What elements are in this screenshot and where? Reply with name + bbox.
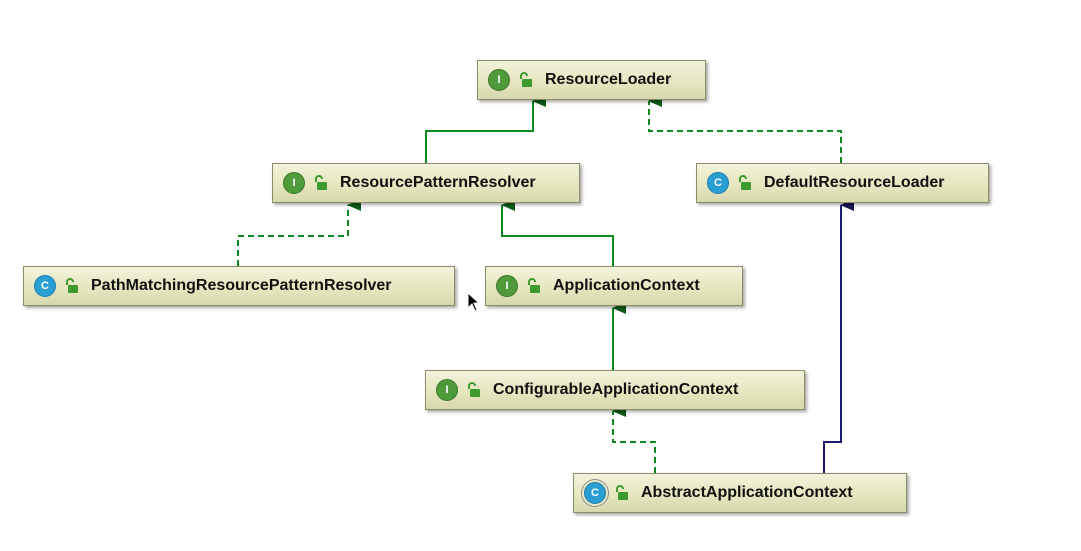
public-lock-icon: [739, 175, 751, 190]
node-label: ResourcePatternResolver: [340, 174, 536, 191]
interface-icon: I: [283, 172, 305, 194]
interface-icon: I: [436, 379, 458, 401]
node-application-context[interactable]: I ApplicationContext: [485, 266, 743, 306]
abstract-class-icon: C: [584, 482, 606, 504]
class-icon: C: [707, 172, 729, 194]
public-lock-icon: [616, 485, 628, 500]
node-abstract-application-context[interactable]: C AbstractApplicationContext: [573, 473, 907, 513]
node-label: DefaultResourceLoader: [764, 174, 945, 191]
public-lock-icon: [520, 72, 532, 87]
public-lock-icon: [468, 382, 480, 397]
edge-resourcepatternresolver-to-resourceloader: [425, 95, 546, 163]
edge-applicationcontext-to-resourcepatternresolver: [501, 199, 614, 266]
class-icon: C: [34, 275, 56, 297]
edge-pathmatching-to-resourcepatternresolver: [237, 199, 361, 266]
edge-defaultresourceloader-to-resourceloader: [648, 95, 842, 163]
node-configurable-application-context[interactable]: I ConfigurableApplicationContext: [425, 370, 805, 410]
interface-icon: I: [488, 69, 510, 91]
node-resource-loader[interactable]: I ResourceLoader: [477, 60, 706, 100]
node-default-resource-loader[interactable]: C DefaultResourceLoader: [696, 163, 989, 203]
node-label: PathMatchingResourcePatternResolver: [91, 277, 392, 294]
node-label: ResourceLoader: [545, 71, 672, 88]
node-path-matching-resource-pattern-resolver[interactable]: C PathMatchingResourcePatternResolver: [23, 266, 455, 306]
node-resource-pattern-resolver[interactable]: I ResourcePatternResolver: [272, 163, 580, 203]
node-label: ApplicationContext: [553, 277, 700, 294]
public-lock-icon: [315, 175, 327, 190]
edge-abstract-to-configurable: [612, 405, 656, 473]
node-label: AbstractApplicationContext: [641, 484, 853, 501]
mouse-cursor-icon: [467, 292, 479, 312]
public-lock-icon: [66, 278, 78, 293]
interface-icon: I: [496, 275, 518, 297]
edge-abstract-to-defaultresourceloader: [823, 199, 854, 473]
public-lock-icon: [528, 278, 540, 293]
node-label: ConfigurableApplicationContext: [493, 381, 739, 398]
